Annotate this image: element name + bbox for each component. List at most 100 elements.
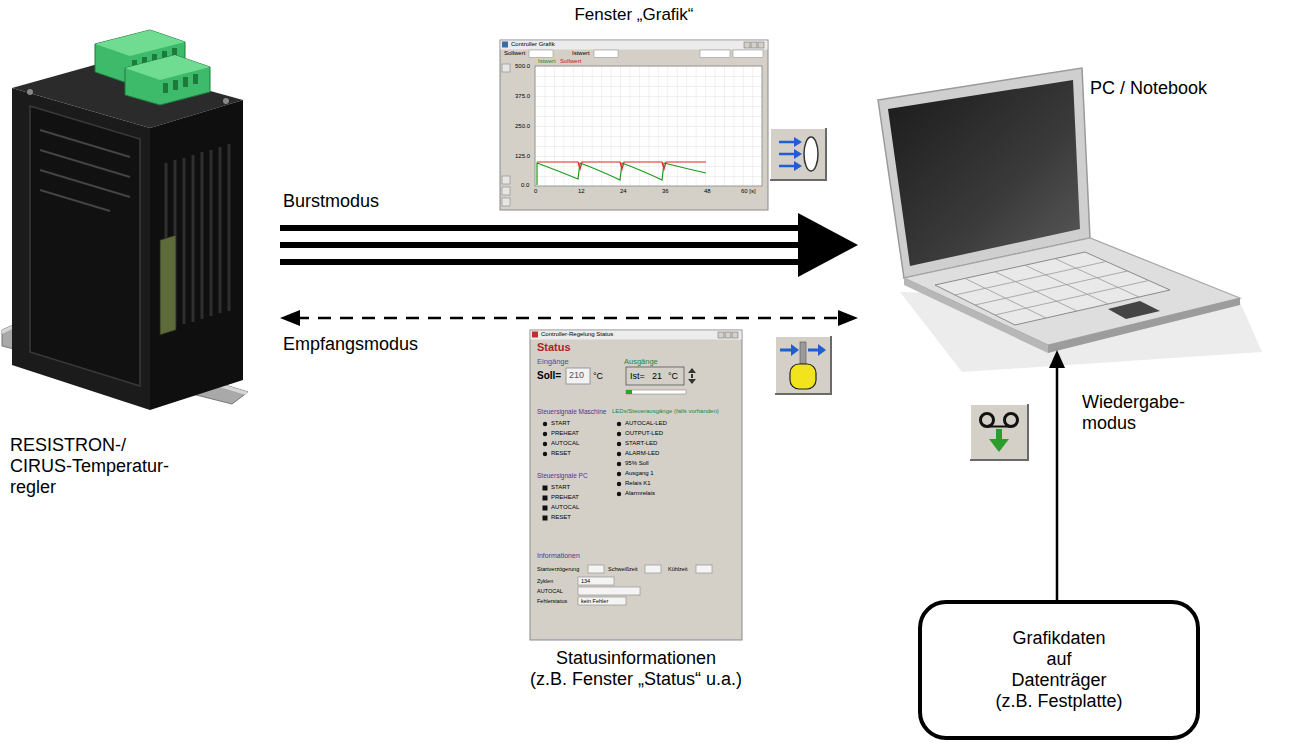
burst-mode-icon-part: [794, 137, 802, 171]
burst-mode-icon-part-part: [779, 141, 795, 144]
graph-window-part: [502, 42, 508, 48]
controller-photo-part-part: [193, 74, 198, 84]
connector-line: [296, 317, 842, 320]
connector-line: [280, 259, 802, 265]
burst-mode-icon-part-part: [779, 153, 795, 156]
axis-tick: 12: [578, 188, 585, 195]
controller-photo-part: [163, 74, 198, 93]
status-window-part: [691, 374, 693, 378]
playback-arrow: [1049, 350, 1065, 600]
controller-photo-part-part: [183, 77, 188, 87]
status-window-part-part: [543, 516, 548, 521]
signal-name: RESET: [551, 514, 571, 521]
window-title: Controller-Regelung Status: [541, 331, 613, 338]
field-label: Startverzögerung: [537, 566, 579, 572]
controller-photo-part: [12, 88, 150, 410]
controller-photo-part: [95, 30, 185, 56]
controller-photo-part: [40, 130, 130, 157]
graph-window-part: [502, 198, 510, 206]
graph-window-part: [537, 163, 706, 185]
receive-mode-icon-part: [800, 342, 806, 364]
laptop-picture-part-part: [955, 262, 1106, 296]
status-window-part: [725, 332, 731, 338]
playback-mode-icon-part: [987, 426, 1011, 428]
laptop-picture-part-part: [965, 278, 1046, 318]
edge-label: Burstmodus: [283, 191, 379, 212]
burst-mode-icon: [770, 128, 826, 180]
playback-mode-icon: [970, 404, 1028, 460]
axis-tick: 500.0: [515, 63, 530, 70]
signal-name: Ausgang 1: [625, 470, 654, 477]
status-window-part-part: [617, 482, 621, 486]
burst-mode-icon-part-part: [794, 137, 802, 147]
legend-text: Sollwert: [560, 58, 581, 65]
signal-name: AUTOCAL-LED: [625, 420, 667, 427]
field-label: Sollwert: [504, 50, 525, 57]
status-window-part-part: [543, 486, 548, 491]
graph-window-part: [744, 42, 750, 48]
status-window-part-part: [578, 587, 640, 595]
section-heading: Informationen: [537, 552, 580, 560]
section-heading: Eingänge: [537, 358, 569, 367]
data-storage-box: Grafikdaten auf Datenträger (z.B. Festpl…: [918, 600, 1200, 740]
playback-mode-icon-part: [996, 429, 1002, 440]
axis-tick: 375.0: [515, 93, 530, 100]
box-text: Grafikdaten auf Datenträger (z.B. Festpl…: [995, 628, 1122, 713]
status-window-part-part: [617, 422, 621, 426]
status-window-part: [566, 368, 590, 384]
controller-photo-part-part: [163, 83, 168, 93]
graph-window-part: [529, 50, 553, 58]
signal-name: ALARM-LED: [625, 450, 659, 457]
section-heading: Steuersignale PC: [537, 472, 588, 480]
connector-line: [280, 225, 802, 231]
controller-photo-part: [40, 170, 130, 197]
status-window-part: [718, 332, 724, 338]
receive-mode-icon-part: [775, 336, 831, 394]
signal-name: START: [551, 420, 570, 427]
field-label: Ist=: [630, 371, 645, 382]
axis-tick: 250.0: [515, 123, 530, 130]
receive-mode-icon-part: [808, 349, 819, 352]
status-window-part: [688, 368, 696, 373]
receive-arrow: [280, 310, 858, 326]
window-heading: Status: [537, 341, 571, 354]
section-heading: Steuersignale Maschine: [537, 408, 606, 416]
figure-caption: Fenster „Grafik“: [574, 5, 693, 25]
graph-window-part: [535, 66, 762, 186]
status-window: [530, 330, 742, 640]
graph-window-part: [501, 41, 768, 50]
field-value: kein Fehler: [581, 598, 608, 604]
controller-photo: [2, 30, 248, 410]
burst-mode-icon-part: [770, 128, 826, 180]
field-label: Schweißzeit: [608, 566, 638, 572]
status-window-part: [532, 332, 538, 338]
field-label: Istwert: [572, 50, 590, 57]
status-window-part-part: [617, 492, 621, 496]
signal-name: START: [551, 484, 570, 491]
controller-photo-part: [125, 55, 210, 105]
graph-window-part: [535, 66, 762, 186]
receive-mode-icon-part: [791, 344, 799, 356]
field-label: Fehlerstatus: [537, 598, 567, 604]
status-window-part-part: [543, 452, 547, 456]
signal-name: START-LED: [625, 440, 657, 447]
controller-photo-part: [30, 106, 140, 386]
playback-mode-icon-part: [970, 404, 1028, 460]
graph-window-part: [594, 50, 618, 58]
laptop-picture-part: [904, 238, 1240, 345]
playback-mode-icon-part: [970, 404, 1028, 460]
burst-mode-icon-part: [779, 142, 795, 166]
signal-name: 95% Soll: [625, 460, 649, 467]
signal-name: Alarmrelais: [625, 490, 655, 497]
status-window-part-part: [617, 452, 621, 456]
axis-tick: 0.0: [521, 182, 529, 189]
signal-name: RESET: [551, 450, 571, 457]
section-heading: LEDs/Steuerausgänge (falls vorhanden): [612, 408, 719, 415]
status-window-part: [626, 390, 632, 394]
graph-window-part: [700, 50, 730, 58]
graph-window-part: [758, 42, 764, 48]
axis-tick: 24: [620, 188, 627, 195]
status-window-part-part: [578, 597, 626, 605]
controller-photo-part-part: [192, 155, 195, 322]
